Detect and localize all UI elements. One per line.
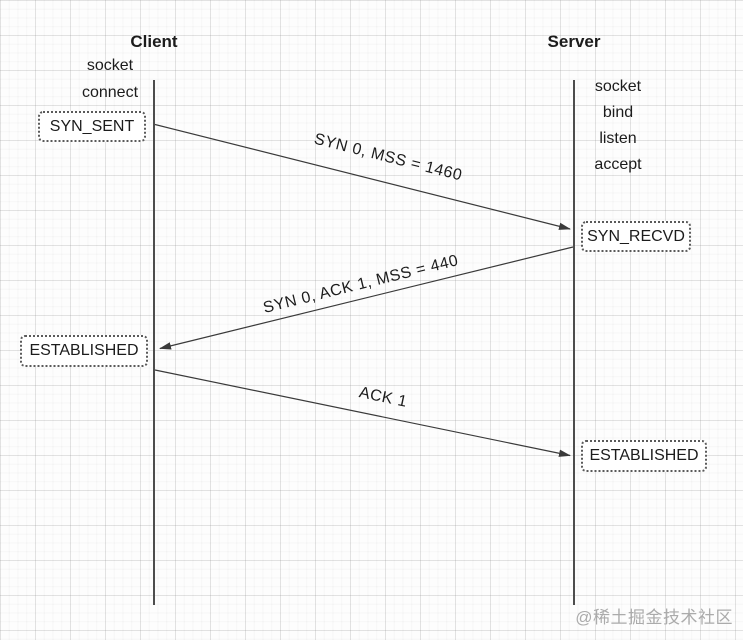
server-call-listen: listen — [599, 130, 637, 147]
server-state-established: ESTABLISHED — [581, 440, 707, 472]
client-title: Client — [130, 32, 178, 51]
message-arrow-syn — [154, 123, 571, 230]
message-label-ack: ACK 1 — [357, 384, 409, 411]
server-lifeline — [573, 80, 575, 605]
client-call-socket: socket — [86, 57, 134, 74]
server-call-bind: bind — [602, 104, 634, 121]
server-state-syn-recvd: SYN_RECVD — [581, 221, 691, 252]
message-arrow-syn-ack — [159, 246, 574, 350]
client-lifeline — [153, 80, 155, 605]
client-call-connect: connect — [81, 84, 139, 101]
server-state-established-label: ESTABLISHED — [589, 447, 699, 464]
server-state-syn-recvd-label: SYN_RECVD — [587, 227, 685, 245]
server-call-socket: socket — [594, 78, 642, 95]
client-state-established-label: ESTABLISHED — [29, 342, 139, 359]
message-label-syn: SYN 0, MSS = 1460 — [312, 130, 464, 185]
server-call-accept: accept — [594, 156, 642, 173]
client-state-established: ESTABLISHED — [20, 335, 148, 367]
watermark: @稀土掘金技术社区 — [575, 608, 733, 627]
client-state-syn-sent: SYN_SENT — [38, 111, 146, 142]
message-label-syn-ack: SYN 0, ACK 1, MSS = 440 — [261, 252, 461, 317]
server-title: Server — [547, 32, 601, 51]
message-arrow-ack — [154, 369, 571, 457]
client-state-syn-sent-label: SYN_SENT — [49, 117, 135, 135]
